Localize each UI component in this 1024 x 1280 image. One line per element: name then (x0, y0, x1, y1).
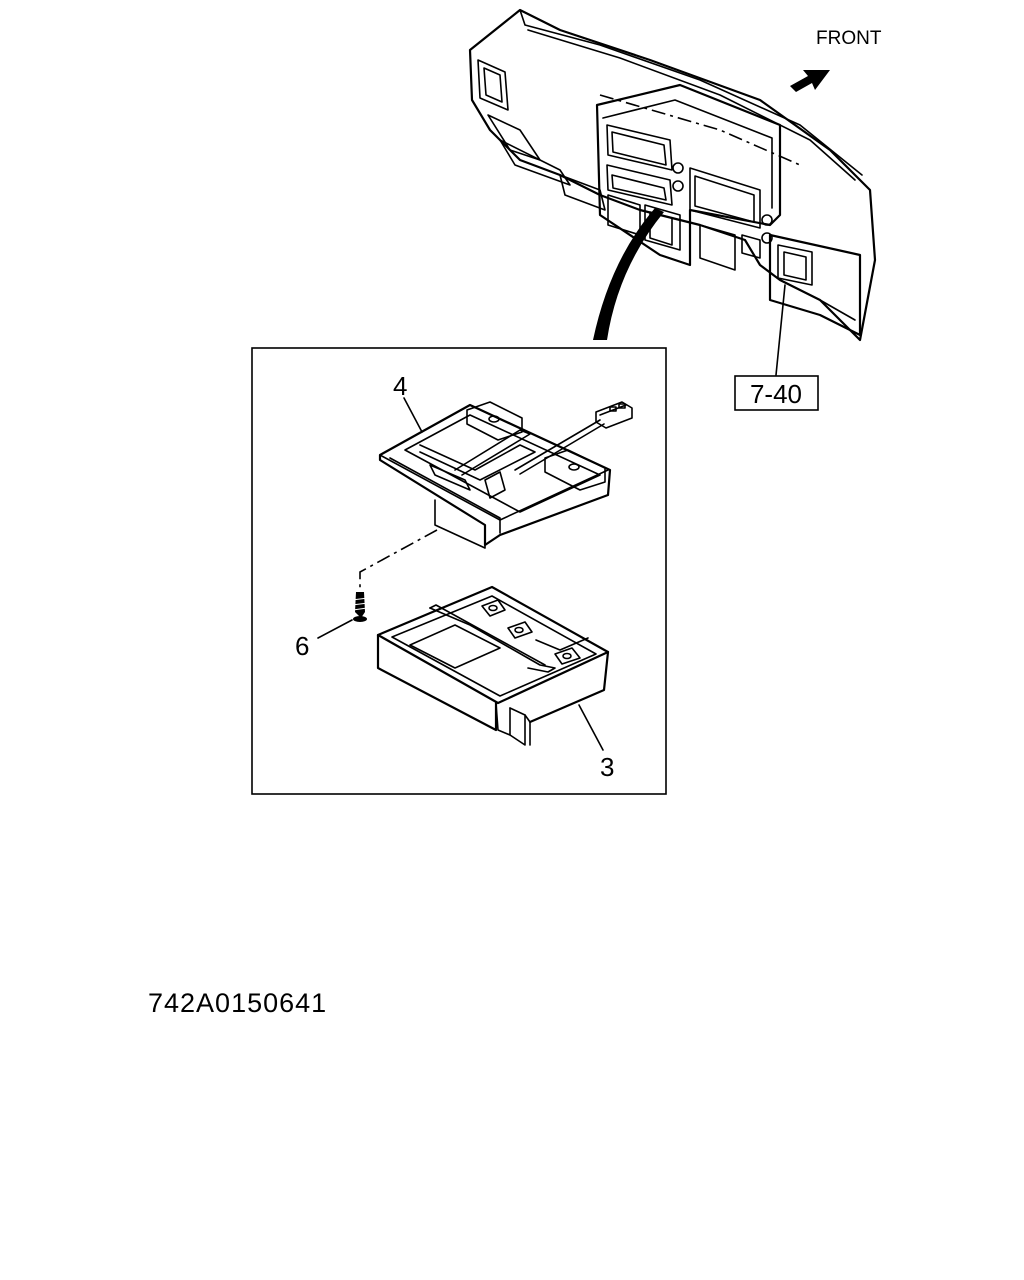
front-label: FRONT (816, 28, 882, 49)
alignment-line (359, 529, 438, 592)
drawing-number: 742A0150641 (148, 988, 327, 1018)
part-3-tray (376, 585, 610, 751)
callout-6-leader (317, 619, 353, 639)
detail-box (251, 347, 667, 795)
reference-box: 7-40 (734, 375, 819, 411)
front-arrow-icon (790, 70, 830, 92)
reference-box-label: 7-40 (750, 379, 802, 409)
screw-icon (351, 592, 369, 622)
dashboard-overview (468, 8, 877, 376)
callout-3: 3 (600, 752, 614, 782)
callout-4: 4 (393, 371, 407, 401)
callout-6: 6 (295, 631, 309, 661)
part-4-bracket (378, 397, 633, 549)
